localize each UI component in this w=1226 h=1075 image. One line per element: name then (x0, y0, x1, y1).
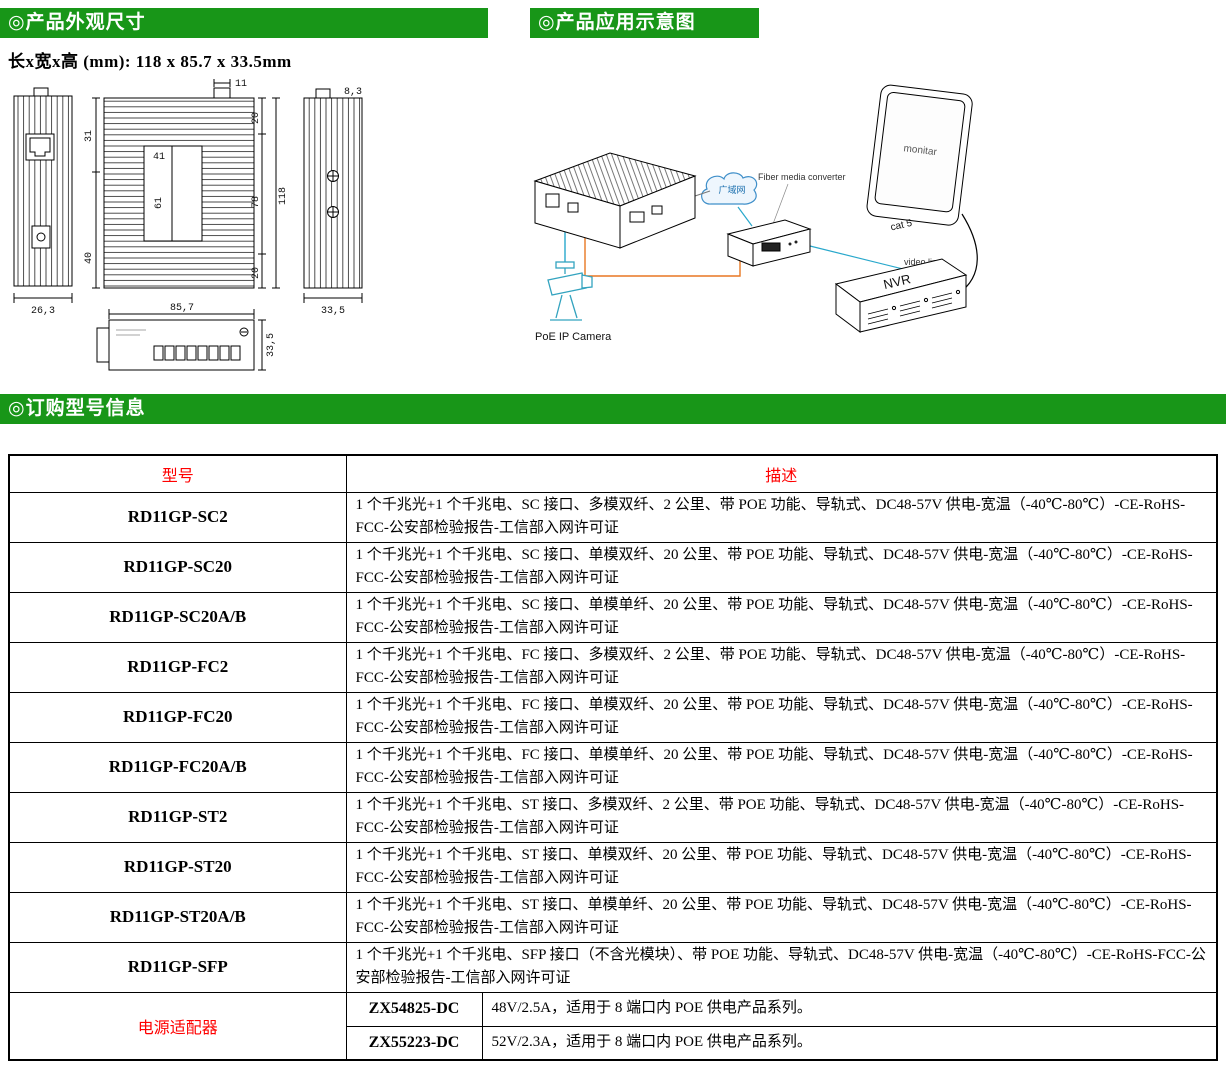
model-desc: 1 个千兆光+1 个千兆电、FC 接口、单模单纤、20 公里、带 POE 功能、… (345, 741, 1218, 793)
size-spec-line: 长x宽x高 (mm): 118 x 85.7 x 33.5mm (8, 52, 292, 71)
video-line-label: video line (904, 257, 942, 267)
svg-text:NVR: NVR (882, 271, 912, 292)
svg-text:118: 118 (278, 187, 289, 205)
svg-text:26,3: 26,3 (31, 306, 55, 317)
model-desc: 1 个千兆光+1 个千兆电、ST 接口、单模单纤、20 公里、带 POE 功能、… (345, 891, 1218, 943)
col-header-desc: 描述 (345, 454, 1218, 493)
application-diagram: monitar video line cat 5 NVR (533, 84, 978, 343)
svg-text:85,7: 85,7 (170, 303, 194, 314)
svg-text:11: 11 (235, 79, 247, 90)
model-name: RD11GP-SC2 (8, 491, 347, 543)
col-header-model: 型号 (8, 454, 347, 493)
table-row: RD11GP-FC20A/B 1 个千兆光+1 个千兆电、FC 接口、单模单纤、… (8, 741, 1218, 793)
model-desc: 1 个千兆光+1 个千兆电、SC 接口、单模单纤、20 公里、带 POE 功能、… (345, 591, 1218, 643)
svg-text:20: 20 (251, 112, 262, 124)
model-desc: 1 个千兆光+1 个千兆电、SFP 接口（不含光模块）、带 POE 功能、导轨式… (345, 941, 1218, 993)
table-row: RD11GP-SFP 1 个千兆光+1 个千兆电、SFP 接口（不含光模块）、带… (8, 941, 1218, 993)
adapter-desc: 48V/2.5A，适用于 8 端口内 POE 供电产品系列。 (481, 991, 1218, 1027)
figures-area: 26,3 41 61 11 31 40 (0, 76, 1226, 384)
camera-label: PoE IP Camera (535, 331, 612, 343)
cat5-cable (809, 245, 916, 273)
nvr: NVR (834, 258, 968, 333)
svg-text:8,3: 8,3 (344, 87, 362, 98)
svg-text:78: 78 (251, 196, 262, 208)
wan-cloud: 广域网 (701, 172, 758, 205)
adapter-model: ZX55223-DC (345, 1025, 483, 1061)
cat5-label: cat 5 (890, 218, 914, 234)
model-desc: 1 个千兆光+1 个千兆电、ST 接口、多模双纤、2 公里、带 POE 功能、导… (345, 791, 1218, 843)
table-row: RD11GP-FC20 1 个千兆光+1 个千兆电、FC 接口、单模双纤、20 … (8, 691, 1218, 743)
model-name: RD11GP-SC20 (8, 541, 347, 593)
section-title-ordering: ◎订购型号信息 (0, 394, 1226, 424)
table-row: RD11GP-ST20 1 个千兆光+1 个千兆电、ST 接口、单模双纤、20 … (8, 841, 1218, 893)
adapter-row: ZX55223-DC 52V/2.3A，适用于 8 端口内 POE 供电产品系列… (9, 1025, 1218, 1061)
model-desc: 1 个千兆光+1 个千兆电、SC 接口、多模双纤、2 公里、带 POE 功能、导… (345, 491, 1218, 543)
front-view: 41 61 11 31 40 20 (84, 79, 289, 289)
svg-text:40: 40 (84, 252, 95, 264)
svg-text:33,5: 33,5 (321, 306, 345, 317)
top-section-bars: ◎产品外观尺寸 ◎产品应用示意图 (0, 8, 1226, 38)
table-row: RD11GP-ST20A/B 1 个千兆光+1 个千兆电、ST 接口、单模单纤、… (8, 891, 1218, 943)
model-name: RD11GP-ST20 (8, 841, 347, 893)
bottom-view: 85,7 33,5 (96, 303, 277, 371)
adapter-row: 电源适配器 ZX54825-DC 48V/2.5A，适用于 8 端口内 POE … (8, 991, 1218, 1061)
ordering-table: 型号 描述 RD11GP-SC2 1 个千兆光+1 个千兆电、SC 接口、多模双… (8, 454, 1218, 1061)
model-name: RD11GP-ST20A/B (8, 891, 347, 943)
adapter-model: ZX54825-DC (345, 991, 483, 1027)
section-title-application: ◎产品应用示意图 (530, 8, 759, 38)
cloud-converter-cable (737, 206, 753, 227)
side-view-right: 8,3 33,5 (303, 87, 363, 317)
converter-label: Fiber media converter (758, 172, 846, 182)
model-name: RD11GP-FC2 (8, 641, 347, 693)
model-desc: 1 个千兆光+1 个千兆电、FC 接口、单模双纤、20 公里、带 POE 功能、… (345, 691, 1218, 743)
poe-ip-camera (547, 261, 593, 321)
section-title-dimensions: ◎产品外观尺寸 (0, 8, 488, 38)
table-row: RD11GP-FC2 1 个千兆光+1 个千兆电、FC 接口、多模双纤、2 公里… (8, 641, 1218, 693)
media-converter (726, 219, 812, 267)
table-header-row: 型号 描述 (8, 454, 1218, 493)
table-row: RD11GP-SC20A/B 1 个千兆光+1 个千兆电、SC 接口、单模单纤、… (8, 591, 1218, 643)
svg-text:广域网: 广域网 (718, 184, 745, 195)
monitor: monitar (866, 84, 973, 226)
side-view-left: 26,3 (13, 87, 73, 317)
model-desc: 1 个千兆光+1 个千兆电、FC 接口、多模双纤、2 公里、带 POE 功能、导… (345, 641, 1218, 693)
svg-text:61: 61 (154, 197, 165, 209)
model-name: RD11GP-ST2 (8, 791, 347, 843)
model-name: RD11GP-SFP (8, 941, 347, 993)
svg-text:31: 31 (84, 130, 95, 142)
table-row: RD11GP-ST2 1 个千兆光+1 个千兆电、ST 接口、多模双纤、2 公里… (8, 791, 1218, 843)
fiber-cable-orange (584, 231, 741, 277)
adapter-label: 电源适配器 (8, 991, 347, 1061)
converter-label-leader (772, 183, 789, 225)
svg-text:monitar: monitar (903, 143, 938, 158)
model-name: RD11GP-FC20 (8, 691, 347, 743)
adapter-desc: 52V/2.3A，适用于 8 端口内 POE 供电产品系列。 (481, 1025, 1218, 1061)
table-row: RD11GP-SC20 1 个千兆光+1 个千兆电、SC 接口、单模双纤、20 … (8, 541, 1218, 593)
svg-text:33,5: 33,5 (266, 333, 277, 357)
svg-text:41: 41 (153, 152, 165, 163)
device-cloud-cable (694, 190, 711, 197)
table-row: RD11GP-SC2 1 个千兆光+1 个千兆电、SC 接口、多模双纤、2 公里… (8, 491, 1218, 543)
model-name: RD11GP-FC20A/B (8, 741, 347, 793)
dimension-drawing: 26,3 41 61 11 31 40 (13, 79, 363, 371)
model-desc: 1 个千兆光+1 个千兆电、SC 接口、单模双纤、20 公里、带 POE 功能、… (345, 541, 1218, 593)
poe-switch-device (533, 152, 697, 249)
model-desc: 1 个千兆光+1 个千兆电、ST 接口、单模双纤、20 公里、带 POE 功能、… (345, 841, 1218, 893)
model-name: RD11GP-SC20A/B (8, 591, 347, 643)
svg-text:20: 20 (251, 267, 262, 279)
